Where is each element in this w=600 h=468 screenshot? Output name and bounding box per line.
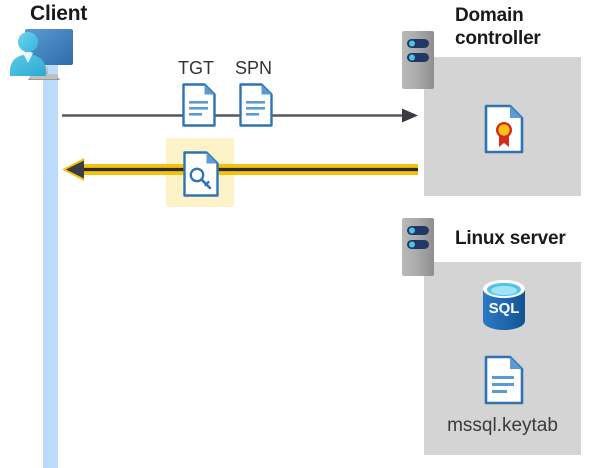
response-arrow-yellow [62, 158, 418, 181]
svg-text:SQL: SQL [489, 300, 520, 317]
document-icon-keytab [484, 355, 524, 405]
document-icon-spn [239, 83, 273, 127]
tgt-label: TGT [178, 58, 214, 78]
client-label: Client [30, 2, 88, 25]
domain-controller-label-line2: controller [455, 28, 541, 49]
domain-controller-label-line1: Domain [455, 5, 524, 26]
request-arrow-black [62, 108, 418, 123]
client-lifeline [43, 60, 58, 468]
domain-controller-label: Domain controller [455, 4, 595, 50]
document-key-icon-service-ticket [183, 151, 219, 197]
spn-label: SPN [235, 58, 273, 78]
certificate-document-icon [484, 104, 524, 154]
linux-server-label: Linux server [455, 228, 566, 249]
sql-database-icon: SQL [481, 279, 527, 331]
server-rack-icon-domain-controller [402, 31, 434, 89]
keytab-filename-label: mssql.keytab [447, 415, 558, 436]
document-icon-tgt [182, 83, 216, 127]
client-icon [8, 24, 88, 86]
server-rack-icon-linux-server [402, 218, 434, 276]
